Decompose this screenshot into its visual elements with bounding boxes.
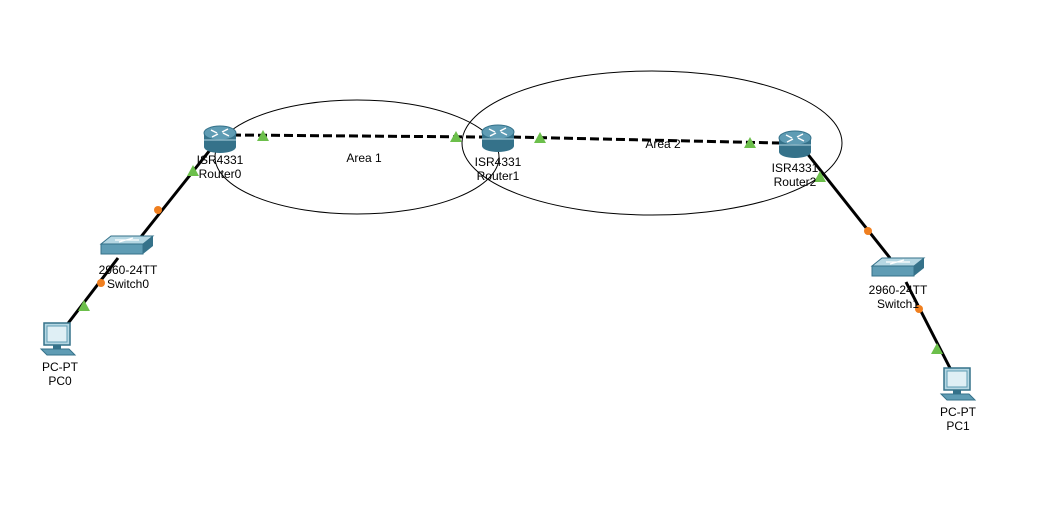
switch0-device[interactable] — [99, 235, 155, 255]
area2-boundary — [461, 70, 843, 216]
router2-model-label: ISR4331 — [772, 161, 819, 175]
link-up-indicator-icon — [257, 130, 269, 141]
switch0-name-label: Switch0 — [107, 277, 149, 291]
link-up-indicator-icon — [534, 132, 546, 143]
router0-name-label: Router0 — [199, 167, 242, 181]
switch1-device[interactable] — [870, 257, 926, 277]
link-pending-indicator-icon — [97, 279, 105, 287]
link-sw1-pc1[interactable] — [904, 281, 954, 373]
links — [64, 133, 954, 373]
link-pending-indicator-icon — [154, 206, 162, 214]
link-up-indicator-icon — [78, 300, 90, 311]
link-pending-indicator-icon — [864, 227, 872, 235]
pc-icon[interactable] — [939, 367, 977, 401]
router1-name-label: Router1 — [477, 169, 520, 183]
switch0-model-label: 2960-24TT — [99, 263, 158, 277]
router0-device[interactable] — [203, 125, 237, 153]
link-r0-r1[interactable] — [231, 133, 483, 139]
router0-model-label: ISR4331 — [197, 153, 244, 167]
link-up-indicator-icon — [814, 171, 826, 182]
link-up-indicator-icon — [187, 165, 199, 176]
link-up-indicator-icon — [450, 131, 462, 142]
pc1-name-label: PC1 — [946, 419, 970, 433]
router-icon[interactable] — [778, 130, 812, 158]
router2-name-label: Router2 — [774, 175, 817, 189]
router1-device[interactable] — [481, 124, 515, 152]
pc1-device[interactable] — [939, 367, 977, 401]
pc1-model-label: PC-PT — [940, 405, 977, 419]
pc0-name-label: PC0 — [48, 374, 72, 388]
area1-label: Area 1 — [346, 151, 382, 165]
pc0-model-label: PC-PT — [42, 360, 79, 374]
link-pending-indicator-icon — [915, 305, 923, 313]
router-icon[interactable] — [203, 125, 237, 153]
link-lights — [78, 130, 943, 354]
router2-device[interactable] — [778, 130, 812, 158]
switch-icon[interactable] — [99, 235, 155, 255]
router1-model-label: ISR4331 — [475, 155, 522, 169]
link-r1-r2[interactable] — [511, 135, 781, 145]
switch1-model-label: 2960-24TT — [869, 283, 928, 297]
switch-icon[interactable] — [870, 257, 926, 277]
link-up-indicator-icon — [931, 343, 943, 354]
device-labels: ISR4331Router0ISR4331Router1ISR4331Route… — [42, 153, 977, 433]
link-sw0-pc0[interactable] — [64, 257, 120, 327]
router-icon[interactable] — [481, 124, 515, 152]
area1-boundary — [214, 99, 500, 215]
devices — [39, 124, 977, 401]
link-r0-sw0[interactable] — [138, 149, 212, 239]
switch1-name-label: Switch1 — [877, 297, 919, 311]
pc-icon[interactable] — [39, 322, 77, 356]
pc0-device[interactable] — [39, 322, 77, 356]
area1-label-bg — [342, 151, 386, 166]
link-up-indicator-icon — [744, 137, 756, 148]
link-r2-sw1[interactable] — [804, 151, 892, 259]
